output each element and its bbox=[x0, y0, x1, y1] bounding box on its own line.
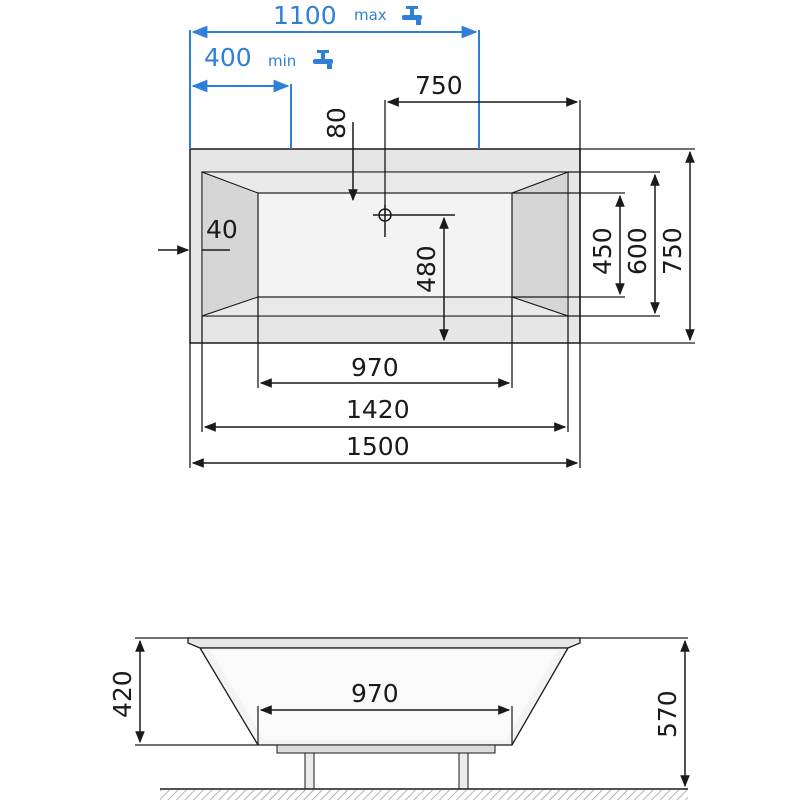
inner-width-value: 600 bbox=[623, 227, 652, 275]
faucet-max-value: 1100 bbox=[273, 1, 337, 30]
side-total-height-value: 570 bbox=[653, 690, 682, 738]
tub-rim-profile bbox=[187, 637, 581, 649]
drain-from-right-value: 750 bbox=[415, 71, 463, 100]
side-basin-length-value: 970 bbox=[351, 679, 399, 708]
basin-width-value: 450 bbox=[588, 227, 617, 275]
faucet-dimensions: 1100 max 400 min bbox=[189, 1, 480, 149]
faucet-min-unit: min bbox=[268, 52, 296, 70]
drain-from-top-value: 80 bbox=[322, 107, 351, 139]
outer-length-value: 1500 bbox=[346, 432, 410, 461]
outer-width-value: 750 bbox=[658, 227, 687, 275]
tub-leg-right bbox=[458, 752, 469, 790]
extension-lines bbox=[189, 100, 695, 468]
side-inner-height-value: 420 bbox=[108, 670, 137, 718]
rim-value: 40 bbox=[206, 215, 238, 244]
faucet-icon bbox=[402, 6, 422, 25]
faucet-icon bbox=[313, 50, 333, 69]
floor-hatch bbox=[160, 790, 688, 800]
tub-wall-bottom bbox=[201, 296, 569, 317]
faucet-min-value: 400 bbox=[204, 43, 252, 72]
basin-length-value: 970 bbox=[351, 353, 399, 382]
drain-depth-value: 480 bbox=[412, 245, 441, 293]
tub-leg-left bbox=[304, 752, 315, 790]
faucet-max-unit: max bbox=[354, 6, 387, 24]
side-view: 420 970 570 bbox=[108, 637, 690, 800]
tub-wall-left bbox=[201, 171, 259, 317]
inner-length-value: 1420 bbox=[346, 395, 410, 424]
dimension-lines bbox=[158, 97, 695, 468]
tub-base-plate bbox=[276, 744, 496, 754]
dimension-labels: 750 80 40 480 450 600 750 970 1420 1500 bbox=[206, 71, 687, 461]
